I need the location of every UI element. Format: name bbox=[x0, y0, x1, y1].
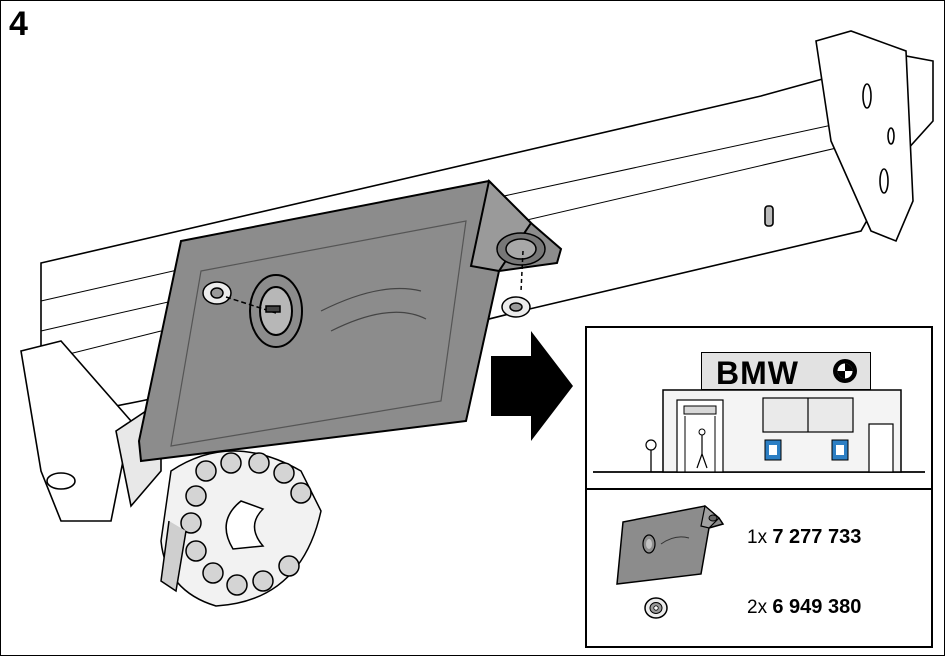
left-bracket bbox=[20, 340, 162, 522]
brand-label: BMW bbox=[716, 355, 799, 391]
nut-washer-icon bbox=[644, 597, 668, 619]
part-row-nut: 2x 6 949 380 bbox=[747, 596, 861, 619]
dealership-building bbox=[593, 388, 925, 473]
part-number: 6 949 380 bbox=[772, 596, 862, 618]
part-quantity: 1x bbox=[747, 527, 768, 548]
end-flange bbox=[764, 30, 914, 243]
direction-arrow bbox=[491, 331, 573, 441]
part-row-plate: 1x 7 277 733 bbox=[747, 526, 861, 549]
protective-plate bbox=[137, 178, 563, 463]
parts-list: 1x 7 277 733 2x 6 949 380 bbox=[587, 490, 931, 646]
dealer-sign: BMW bbox=[701, 352, 871, 391]
brand-logo bbox=[833, 359, 857, 383]
part-quantity: 2x bbox=[747, 597, 768, 618]
gear-cluster bbox=[160, 450, 322, 607]
protective-plate-icon bbox=[616, 504, 725, 585]
dealer-service-panel: BMW 1x 7 277 733 bbox=[585, 326, 933, 648]
grommet bbox=[496, 232, 546, 292]
step-number: 4 bbox=[9, 5, 28, 43]
part-number: 7 277 733 bbox=[772, 526, 862, 548]
lower-nut-washer bbox=[501, 296, 531, 318]
dealer-illustration: BMW bbox=[587, 328, 931, 490]
left-stud-washer bbox=[202, 281, 281, 314]
